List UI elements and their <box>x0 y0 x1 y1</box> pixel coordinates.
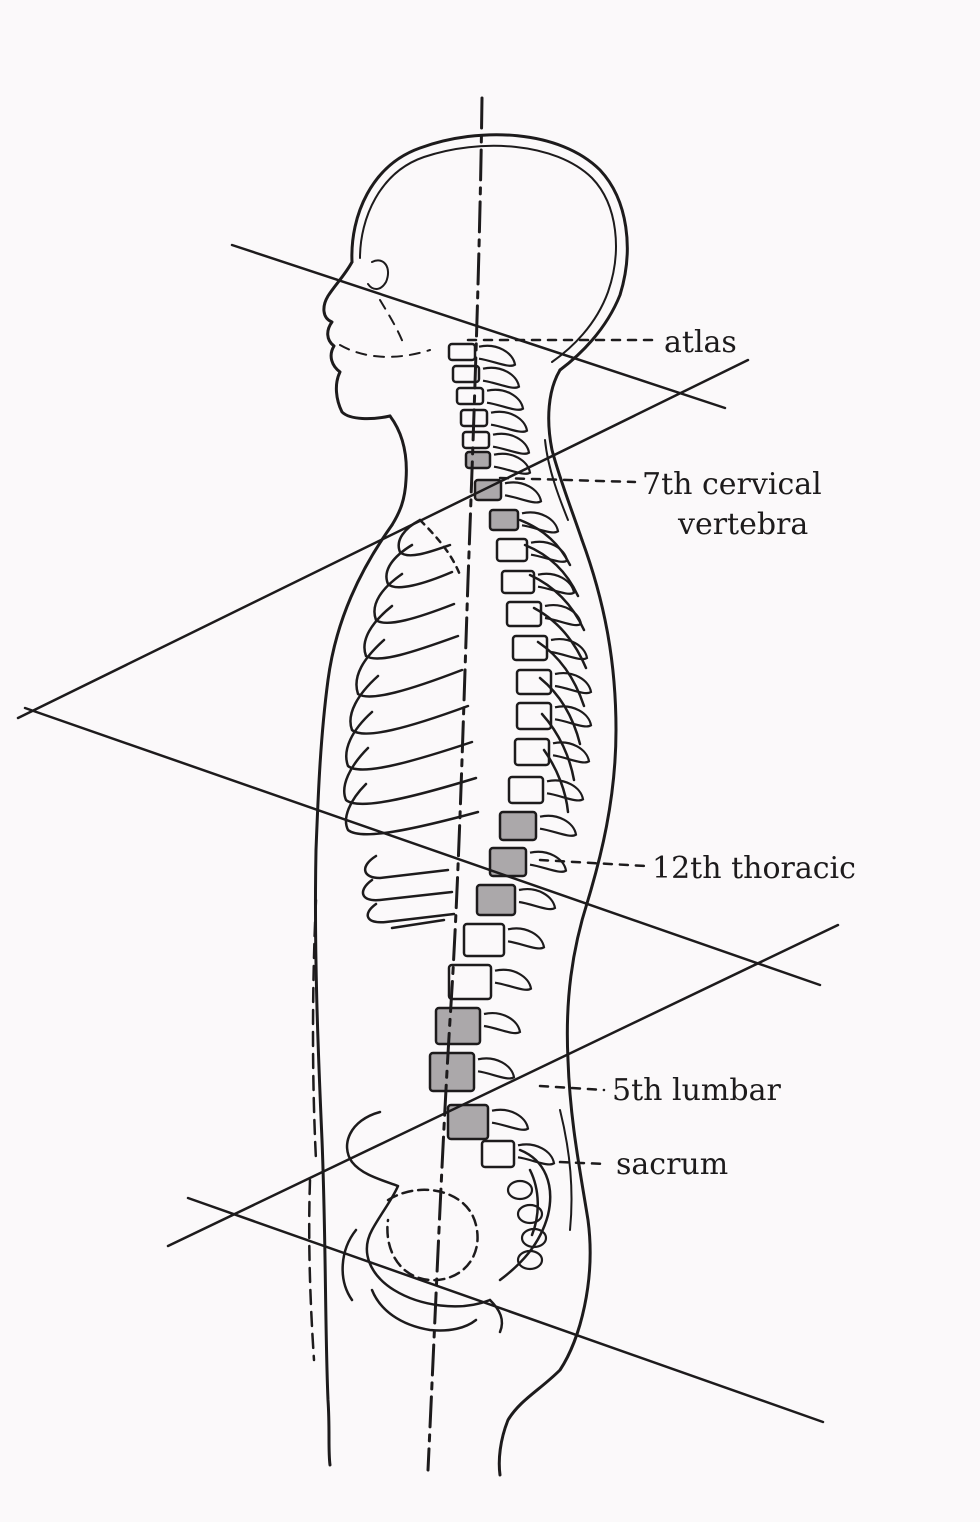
thoracic-leader <box>540 860 645 866</box>
spinous-process-2 <box>483 368 519 388</box>
spinous-process-15 <box>553 742 589 762</box>
head-outline <box>352 135 627 370</box>
spinous-process-23 <box>478 1058 514 1078</box>
label-5th-lumbar: 5th lumbar <box>612 1073 781 1108</box>
spinous-process-7 <box>505 482 541 502</box>
vertebra-body-9 <box>497 539 527 561</box>
vertebra-body-20 <box>464 924 504 956</box>
pubic-region <box>343 1230 476 1331</box>
spinous-process-5 <box>493 434 529 454</box>
reference-lines <box>18 245 838 1422</box>
label-atlas: atlas <box>664 325 737 360</box>
spinous-process-24 <box>492 1110 528 1130</box>
ear <box>368 260 388 289</box>
hip-socket <box>387 1190 477 1280</box>
vertebra-body-3 <box>457 388 483 404</box>
neck-front <box>390 416 406 525</box>
cervical-leader <box>500 478 635 482</box>
vertebra-body-16 <box>509 777 543 803</box>
lower-chest-line <box>25 708 820 985</box>
spinous-process-17 <box>540 816 576 836</box>
labels: atlas 7th cervical vertebra 12th thoraci… <box>612 325 856 1182</box>
vertebra-body-11 <box>507 602 541 626</box>
spinous-process-11 <box>545 605 581 625</box>
ribcage <box>344 520 586 928</box>
spinous-process-25 <box>518 1144 554 1164</box>
abdomen-front <box>315 850 330 1465</box>
spinous-process-4 <box>491 412 527 432</box>
vertebra-body-23 <box>430 1053 474 1091</box>
spinous-process-21 <box>495 970 531 990</box>
coccyx-segment-1 <box>508 1181 532 1199</box>
buttock-outline <box>499 1060 590 1475</box>
leader-lines <box>468 340 655 1164</box>
label-sacrum: sacrum <box>616 1147 728 1182</box>
floating-ribs <box>363 856 454 928</box>
jaw-line <box>340 300 430 357</box>
vertebra-body-21 <box>449 965 491 999</box>
vertebra-body-1 <box>449 344 475 360</box>
vertebra-body-22 <box>436 1008 480 1044</box>
vertebra-body-12 <box>513 636 547 660</box>
spinous-process-14 <box>555 706 591 726</box>
vertebra-body-14 <box>517 703 551 729</box>
spinous-process-20 <box>508 928 544 948</box>
body-outline <box>309 135 627 1475</box>
vertebra-body-25 <box>482 1141 514 1167</box>
vertebra-body-8 <box>490 510 518 530</box>
label-7th-cervical: 7th cervical <box>642 467 822 502</box>
spinous-process-22 <box>484 1013 520 1033</box>
lumbar-leader <box>540 1086 604 1090</box>
sacrum-leader <box>560 1162 605 1164</box>
upper-chest-line <box>18 360 748 718</box>
vertebra-body-17 <box>500 812 536 840</box>
spinous-process-3 <box>487 390 523 410</box>
label-vertebra: vertebra <box>677 507 808 542</box>
vertebra-body-19 <box>477 885 515 915</box>
label-12th-thoracic: 12th thoracic <box>652 851 856 886</box>
vertebra-body-5 <box>463 432 489 448</box>
pelvis-plane-line <box>188 1198 823 1422</box>
spinous-process-1 <box>479 346 515 366</box>
vertebra-body-6 <box>466 452 490 468</box>
